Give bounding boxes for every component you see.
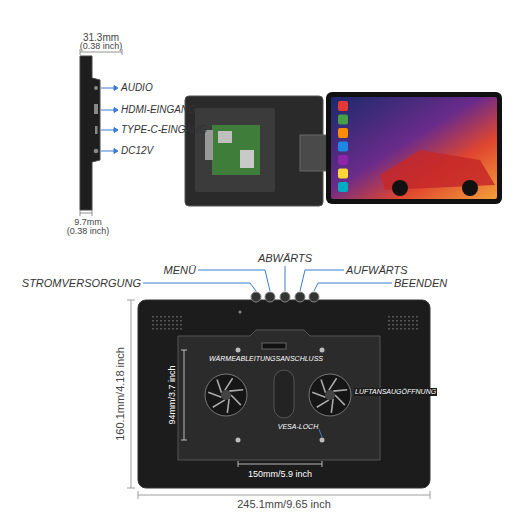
fan-ring: [205, 374, 247, 416]
vent-holes: [386, 316, 418, 330]
board-chip: [218, 131, 232, 143]
fan-blade: [331, 399, 333, 413]
computer-board: [212, 125, 260, 175]
port-leaders: [101, 86, 118, 154]
side-view: [80, 49, 122, 216]
dimension: 245.1mm/9.65 inch: [236, 498, 332, 511]
fan-blade: [333, 390, 347, 391]
app-icon: [338, 115, 348, 125]
fan-hub: [325, 390, 335, 400]
dc-port: [94, 149, 99, 154]
fan-blade: [225, 378, 233, 390]
power-led: [239, 311, 242, 314]
side-dimensions: [80, 49, 122, 216]
app-icon: [338, 101, 348, 111]
dimension: 150mm/5.9 inch: [247, 469, 313, 479]
typec-port: [95, 126, 98, 134]
dimension: 9.7mm: [74, 217, 102, 227]
dimension: 160.1mm/4.18 inch: [114, 346, 127, 442]
vent-holes: [150, 316, 182, 330]
port-label: AUDIO: [121, 82, 153, 94]
button-label: BEENDEN: [394, 277, 447, 290]
car-wheel: [392, 180, 408, 196]
center-slot: [274, 370, 294, 418]
app-icon: [338, 169, 348, 179]
dimension: (0.38 inch): [67, 226, 110, 236]
fan-blade: [317, 400, 329, 407]
button-label: AUFWÄRTS: [346, 264, 408, 277]
app-icon: [338, 142, 348, 152]
back-photo: [185, 96, 328, 206]
button-label: MENÜ: [164, 264, 196, 277]
back-diagram: [127, 266, 430, 499]
port-label: DC12V: [121, 145, 153, 157]
fan-ring: [309, 374, 351, 416]
fan-blade: [329, 378, 337, 390]
back-plate: [178, 330, 380, 460]
monitor-front: [326, 92, 502, 204]
mount-frame: [195, 108, 275, 192]
part-label: LUFTANSAUGÖFFNUNG: [354, 388, 437, 396]
audio-port: [94, 86, 98, 90]
dimension: (0.38 inch): [80, 41, 123, 51]
fan-blade: [312, 392, 325, 397]
fan-blade: [231, 395, 241, 405]
fan-hub: [221, 390, 231, 400]
port-label: TYPE-C-EINGANG: [121, 124, 207, 136]
car-wheel: [462, 180, 478, 196]
fan-blade: [217, 379, 221, 392]
hdmi-port: [94, 104, 98, 114]
app-icon: [338, 128, 348, 138]
port-label: HDMI-EINGANG: [121, 104, 196, 116]
app-icon: [338, 155, 348, 165]
screen: [331, 97, 497, 199]
part-label: WÄRMEABLEITUNGSANSCHLUSS: [208, 355, 324, 363]
outer-dimensions: [127, 300, 430, 499]
app-icons: [338, 101, 348, 192]
app-icon: [338, 182, 348, 192]
fan-blade: [208, 392, 221, 397]
stand-bracket: [300, 135, 328, 171]
monitor-side: [80, 56, 100, 210]
fans: [205, 374, 351, 416]
board-port: [240, 150, 254, 168]
fan-blade: [229, 390, 243, 391]
part-label: VESA-LOCH: [277, 423, 319, 431]
fan-blade: [321, 379, 325, 392]
front-photo: [326, 92, 502, 204]
fan-blade: [213, 400, 225, 407]
fan-blade: [335, 395, 345, 405]
buttons: [251, 292, 319, 302]
vesa-dimensions: [181, 350, 322, 467]
button-label: STROMVERSORGUNG: [22, 277, 141, 290]
heat-port: [262, 343, 286, 349]
button-label: ABWÄRTS: [258, 252, 312, 265]
fan-blade: [227, 399, 229, 413]
dimension: 94mm/3.7 inch: [167, 364, 177, 425]
